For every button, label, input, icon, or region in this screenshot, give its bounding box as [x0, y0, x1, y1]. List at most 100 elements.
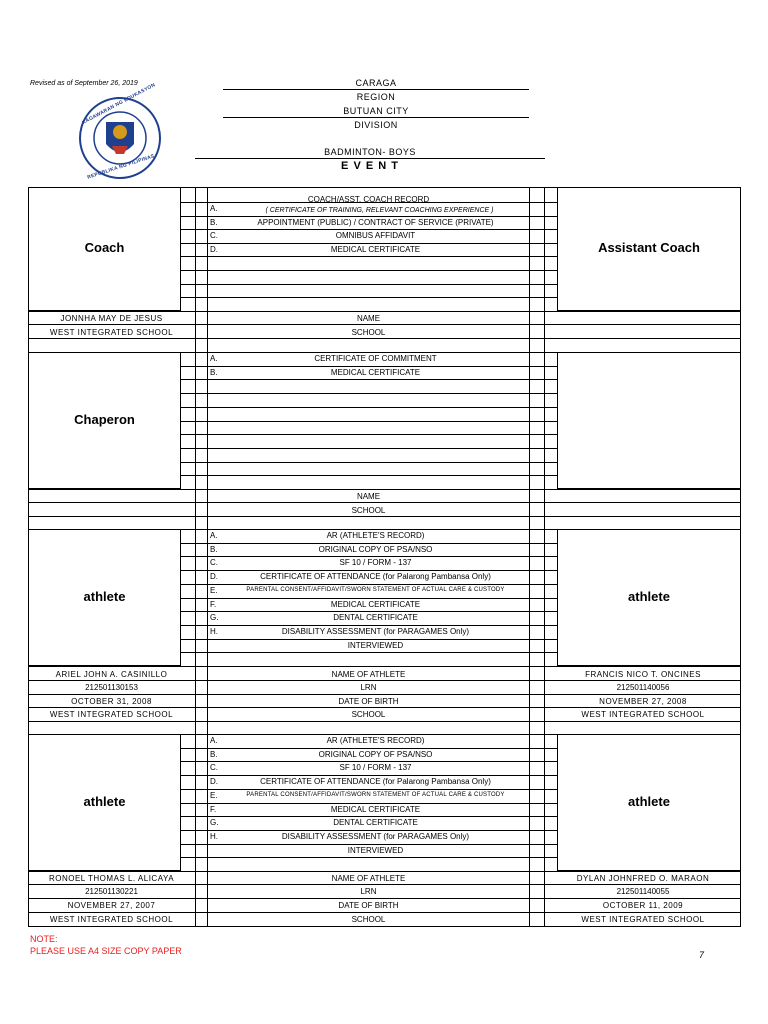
grid-line: [181, 393, 557, 395]
grid-line: [181, 379, 557, 381]
athlete1-school-label: SCHOOL: [351, 710, 386, 719]
athlete2-school-label: SCHOOL: [351, 915, 386, 924]
grid-line: [181, 529, 557, 530]
athlete2-name-label: NAME OF ATHLETE: [331, 874, 406, 883]
requirement-letter: A.: [210, 204, 218, 213]
event-value: BADMINTON- BOYS: [324, 147, 416, 157]
athlete2-left-school: WEST INTEGRATED SCHOOL: [49, 915, 174, 924]
requirement-text: CERTIFICATE OF ATTENDANCE (for Palarong …: [260, 572, 491, 582]
athlete1-name-label: NAME OF ATHLETE: [331, 670, 406, 679]
grid-line: [181, 365, 557, 367]
grid-line: [181, 406, 557, 408]
requirement-letter: F.: [210, 599, 217, 609]
athlete2-right-name: DYLAN JOHNFRED O. MARAON: [576, 874, 710, 883]
requirement-text: PARENTAL CONSENT/AFFIDAVIT/SWORN STATEME…: [246, 586, 505, 593]
athlete1-left-name: ARIEL JOHN A. CASINILLO: [55, 670, 168, 679]
assistant-coach-photo-box: [557, 187, 741, 311]
grid-line: [181, 434, 557, 436]
coach-label: Coach: [84, 240, 125, 255]
grid-line: [181, 215, 557, 217]
grid-line: [181, 857, 557, 859]
athlete2-left-name: RONOEL THOMAS L. ALICAYA: [48, 874, 175, 883]
athlete1-left-dob: OCTOBER 31, 2008: [71, 697, 152, 706]
athlete1-right-lrn: 212501140056: [616, 683, 670, 692]
requirement-text: CERTIFICATE OF COMMITMENT: [314, 354, 437, 363]
coach-requirements-subtitle: ( CERTIFICATE OF TRAINING, RELEVANT COAC…: [265, 207, 494, 214]
division-label: DIVISION: [354, 120, 398, 130]
requirement-text: AR (ATHLETE'S RECORD): [326, 531, 425, 540]
requirement-text: OMNIBUS AFFIDAVIT: [335, 231, 416, 241]
requirement-text: INTERVIEWED: [347, 640, 404, 650]
requirement-letter: D.: [210, 244, 218, 254]
note-text: PLEASE USE A4 SIZE COPY PAPER: [30, 946, 182, 956]
requirement-text: DISABILITY ASSESSMENT (for PARAGAMES Onl…: [281, 831, 470, 841]
athlete2-left-photo-box: [28, 734, 181, 871]
requirement-letter: B.: [210, 544, 218, 554]
chaperon-photo-box: [28, 352, 181, 489]
grid-line: [181, 297, 557, 299]
region-label: REGION: [356, 92, 396, 102]
requirement-letter: G.: [210, 613, 219, 623]
requirement-letter: H.: [210, 626, 218, 636]
requirement-text: DENTAL CERTIFICATE: [333, 818, 418, 828]
requirement-letter: A.: [210, 354, 218, 363]
requirement-letter: E.: [210, 585, 218, 595]
athlete1-lrn-label: LRN: [360, 683, 377, 692]
grid-line: [181, 624, 557, 626]
grid-line: [181, 829, 557, 831]
coach-requirements-title: COACH/ASST. COACH RECORD: [307, 195, 430, 204]
requirement-text: DISABILITY ASSESSMENT (for PARAGAMES Onl…: [281, 626, 470, 636]
requirement-letter: A.: [210, 531, 218, 540]
athlete1-right-name: FRANCIS NICO T. ONCINES: [585, 670, 701, 679]
chaperon-school-label: SCHOOL: [351, 506, 386, 515]
grid-line: [181, 242, 557, 244]
requirement-text: MEDICAL CERTIFICATE: [330, 367, 421, 377]
requirement-text: CERTIFICATE OF ATTENDANCE (for Palarong …: [260, 777, 491, 787]
grid-line: [181, 202, 557, 203]
requirement-letter: D.: [210, 777, 218, 787]
requirement-letter: H.: [210, 831, 218, 841]
requirement-letter: A.: [210, 736, 218, 745]
coach-name: JONNHA MAY DE JESUS: [60, 314, 163, 323]
requirement-text: PARENTAL CONSENT/AFFIDAVIT/SWORN STATEME…: [246, 791, 505, 798]
grid-line: [181, 583, 557, 585]
assistant-coach-label: Assistant Coach: [598, 240, 700, 255]
event-label: E V E N T: [341, 160, 399, 172]
grid-line: [181, 256, 557, 258]
grid-line: [181, 775, 557, 777]
athlete1-right-school: WEST INTEGRATED SCHOOL: [581, 710, 705, 719]
athlete2-right-label: athlete: [628, 794, 670, 809]
requirement-text: ORIGINAL COPY OF PSA/NSO: [318, 749, 433, 759]
requirement-letter: C.: [210, 763, 218, 773]
grid-line: [181, 352, 557, 353]
requirement-text: SF 10 / FORM - 137: [339, 763, 412, 773]
grid-line: [181, 747, 557, 749]
coach-school-label: SCHOOL: [351, 328, 386, 337]
requirement-text: AR (ATHLETE'S RECORD): [326, 736, 425, 745]
grid-line: [181, 802, 557, 804]
grid-line: [181, 734, 557, 735]
athlete2-right-school: WEST INTEGRATED SCHOOL: [581, 915, 705, 924]
chaperon-name-label: NAME: [356, 492, 381, 501]
requirement-text: SF 10 / FORM - 137: [339, 558, 412, 568]
athlete2-dob-label: DATE OF BIRTH: [338, 901, 399, 910]
grid-line: [181, 270, 557, 271]
requirement-letter: D.: [210, 572, 218, 582]
grid-line: [181, 542, 557, 544]
grid-line: [181, 843, 557, 845]
requirement-letter: G.: [210, 818, 219, 828]
requirement-letter: C.: [210, 558, 218, 568]
requirement-letter: B.: [210, 367, 218, 377]
athlete2-left-dob: NOVEMBER 27, 2007: [67, 901, 156, 910]
requirement-text: MEDICAL CERTIFICATE: [330, 244, 421, 254]
grid-line: [181, 461, 557, 463]
revision-note: Revised as of September 26, 2019: [30, 80, 138, 87]
requirement-letter: B.: [210, 217, 218, 227]
requirement-text: MEDICAL CERTIFICATE: [330, 804, 421, 814]
requirement-text: INTERVIEWED: [347, 845, 404, 855]
grid-line: [181, 556, 557, 558]
requirement-text: MEDICAL CERTIFICATE: [330, 599, 421, 609]
coach-school: WEST INTEGRATED SCHOOL: [49, 328, 174, 337]
grid-line: [181, 761, 557, 763]
grid-line: [181, 638, 557, 640]
